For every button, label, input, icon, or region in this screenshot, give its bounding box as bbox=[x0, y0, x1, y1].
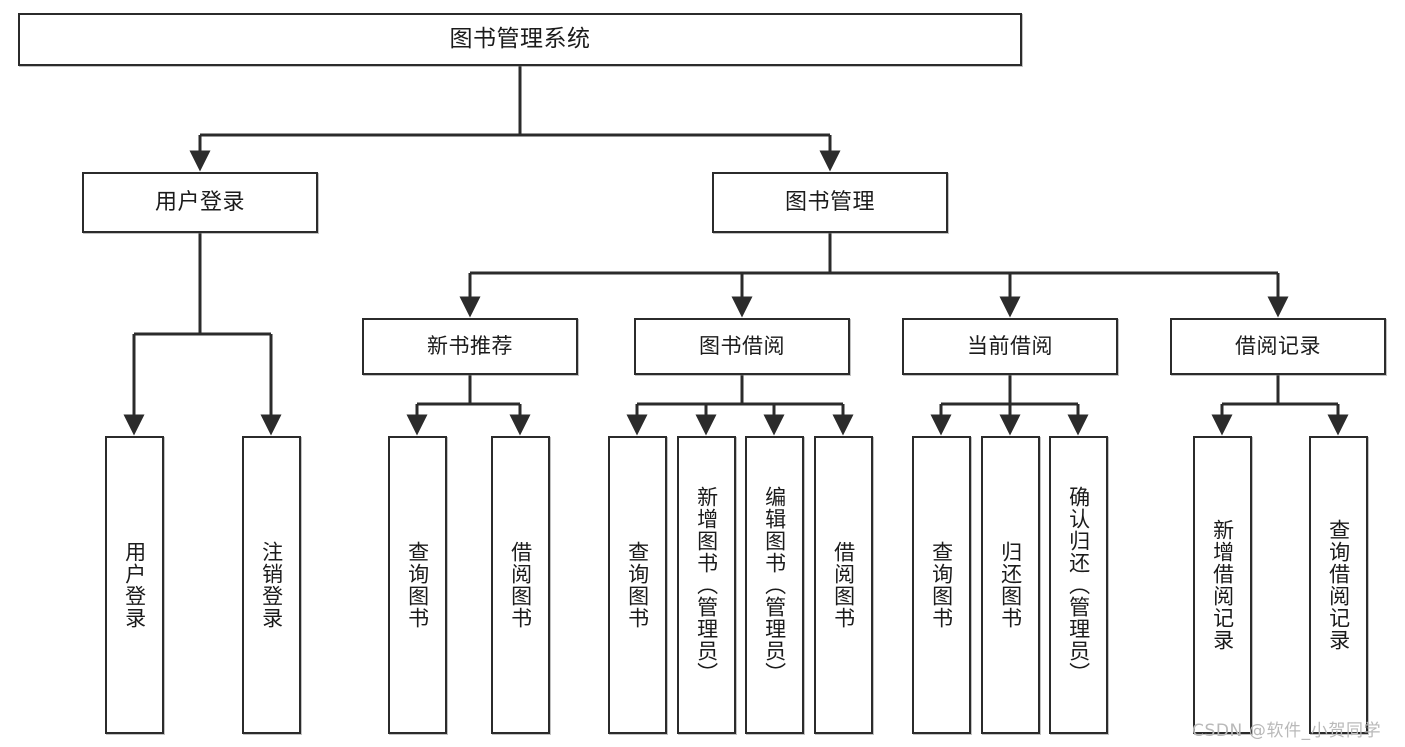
node-leaf-user-logout-label: 注销登录 bbox=[259, 541, 284, 629]
node-leaf-borrow-book-2-label: 借阅图书 bbox=[831, 541, 856, 629]
node-leaf-add-record[interactable]: 新增借阅记录 bbox=[1193, 436, 1252, 734]
node-leaf-borrow-book-1[interactable]: 借阅图书 bbox=[491, 436, 550, 734]
node-leaf-user-login[interactable]: 用户登录 bbox=[105, 436, 164, 734]
node-leaf-edit-book-label: 编辑图书（管理员） bbox=[762, 486, 787, 684]
node-leaf-confirm-return-label: 确认归还（管理员） bbox=[1066, 486, 1091, 684]
node-leaf-user-login-label: 用户登录 bbox=[122, 541, 147, 629]
node-borrow-record-label: 借阅记录 bbox=[1235, 334, 1321, 359]
node-leaf-add-book[interactable]: 新增图书（管理员） bbox=[677, 436, 736, 734]
node-current-borrow-label: 当前借阅 bbox=[967, 334, 1053, 359]
node-leaf-return-book-label: 归还图书 bbox=[998, 541, 1023, 629]
node-leaf-confirm-return[interactable]: 确认归还（管理员） bbox=[1049, 436, 1108, 734]
node-leaf-add-record-label: 新增借阅记录 bbox=[1210, 519, 1235, 651]
node-new-book-recommend[interactable]: 新书推荐 bbox=[362, 318, 578, 375]
node-leaf-query-record-label: 查询借阅记录 bbox=[1326, 519, 1351, 651]
node-leaf-edit-book[interactable]: 编辑图书（管理员） bbox=[745, 436, 804, 734]
node-leaf-query-book-1[interactable]: 查询图书 bbox=[388, 436, 447, 734]
node-leaf-query-book-1-label: 查询图书 bbox=[405, 541, 430, 629]
node-book-borrow[interactable]: 图书借阅 bbox=[634, 318, 850, 375]
node-current-borrow[interactable]: 当前借阅 bbox=[902, 318, 1118, 375]
node-leaf-user-logout[interactable]: 注销登录 bbox=[242, 436, 301, 734]
node-leaf-add-book-label: 新增图书（管理员） bbox=[694, 486, 719, 684]
node-user-login-label: 用户登录 bbox=[154, 189, 245, 215]
node-leaf-borrow-book-2[interactable]: 借阅图书 bbox=[814, 436, 873, 734]
node-leaf-query-record[interactable]: 查询借阅记录 bbox=[1309, 436, 1368, 734]
node-leaf-query-book-2-label: 查询图书 bbox=[625, 541, 650, 629]
node-borrow-record[interactable]: 借阅记录 bbox=[1170, 318, 1386, 375]
node-leaf-query-book-3[interactable]: 查询图书 bbox=[912, 436, 971, 734]
node-book-management-label: 图书管理 bbox=[784, 189, 875, 215]
node-leaf-borrow-book-1-label: 借阅图书 bbox=[508, 541, 533, 629]
node-book-management[interactable]: 图书管理 bbox=[712, 172, 948, 233]
node-leaf-query-book-3-label: 查询图书 bbox=[929, 541, 954, 629]
csdn-watermark: CSDN @软件_小贺同学 bbox=[1192, 721, 1382, 741]
node-new-book-recommend-label: 新书推荐 bbox=[427, 334, 513, 359]
node-user-login[interactable]: 用户登录 bbox=[82, 172, 318, 233]
node-leaf-return-book[interactable]: 归还图书 bbox=[981, 436, 1040, 734]
node-leaf-query-book-2[interactable]: 查询图书 bbox=[608, 436, 667, 734]
node-book-borrow-label: 图书借阅 bbox=[699, 334, 785, 359]
node-root-label: 图书管理系统 bbox=[449, 26, 591, 53]
node-root-system[interactable]: 图书管理系统 bbox=[18, 13, 1022, 66]
